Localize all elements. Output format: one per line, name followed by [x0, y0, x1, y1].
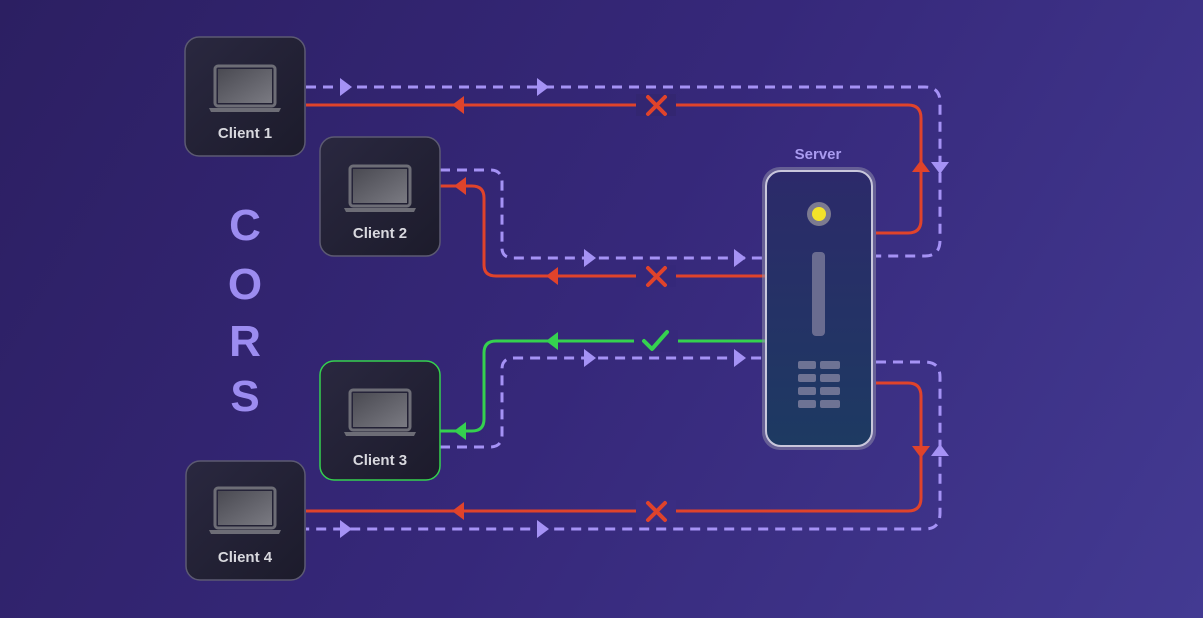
- response-line-client-3: [440, 339, 765, 433]
- arrow-up-icon: [912, 160, 930, 172]
- arrow-right-icon: [340, 520, 352, 538]
- server-vent-icon: [798, 361, 840, 408]
- client-label: Client 4: [218, 549, 273, 566]
- arrow-down-icon: [912, 446, 930, 458]
- client-label: Client 2: [353, 225, 407, 242]
- checkmark-icon: [634, 330, 678, 352]
- server: Server: [762, 146, 876, 450]
- client-2-card: Client 2: [319, 136, 441, 257]
- cross-icon: [636, 265, 676, 287]
- laptop-icon: [344, 388, 416, 436]
- arrowheads: [340, 78, 949, 538]
- server-slot: [812, 252, 825, 336]
- arrow-left-icon: [452, 96, 464, 114]
- arrow-up-icon: [931, 444, 949, 456]
- cross-icon: [636, 94, 676, 116]
- status-markers: [634, 94, 678, 522]
- request-line-client-2: [440, 168, 765, 260]
- client-3-card: Client 3: [319, 360, 441, 481]
- laptop-icon: [209, 64, 281, 112]
- request-line-client-3: [440, 356, 765, 449]
- arrow-right-icon: [340, 78, 352, 96]
- arrow-left-icon: [454, 422, 466, 440]
- arrow-right-icon: [734, 349, 746, 367]
- server-label: Server: [795, 146, 842, 163]
- laptop-icon: [344, 164, 416, 212]
- arrow-left-icon: [546, 267, 558, 285]
- arrow-right-icon: [537, 520, 549, 538]
- arrow-right-icon: [734, 249, 746, 267]
- arrow-down-icon: [931, 162, 949, 174]
- client-label: Client 1: [218, 125, 272, 142]
- request-line-client-1: [306, 85, 942, 258]
- arrow-left-icon: [454, 177, 466, 195]
- cors-letter: C: [229, 201, 261, 250]
- server-led-icon: [807, 202, 831, 226]
- client-label: Client 3: [353, 452, 407, 469]
- cors-letter: S: [230, 372, 259, 421]
- arrow-right-icon: [584, 349, 596, 367]
- response-line-client-2: [440, 184, 765, 278]
- cors-letter: R: [229, 317, 261, 366]
- cross-icon: [636, 500, 676, 522]
- arrow-right-icon: [584, 249, 596, 267]
- laptop-icon: [209, 486, 281, 534]
- client-1-card: Client 1: [184, 36, 306, 157]
- cors-title: C O R S: [228, 201, 262, 421]
- arrow-left-icon: [452, 502, 464, 520]
- arrow-left-icon: [546, 332, 558, 350]
- cors-letter: O: [228, 260, 262, 309]
- client-4-card: Client 4: [185, 460, 306, 581]
- arrow-right-icon: [537, 78, 549, 96]
